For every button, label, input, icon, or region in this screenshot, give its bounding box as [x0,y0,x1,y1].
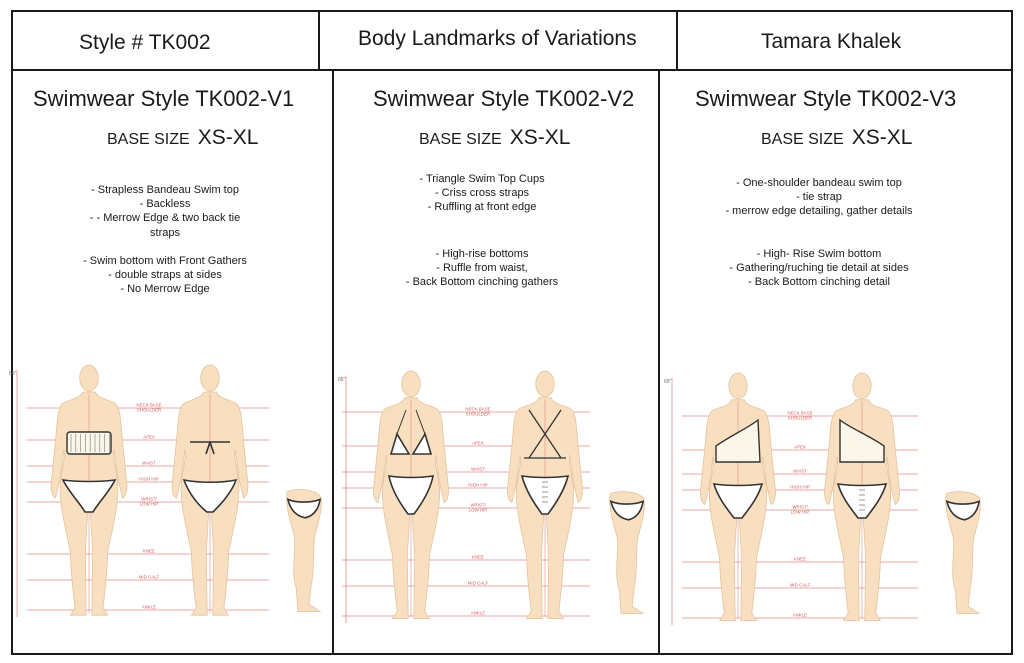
croquis-head-front [728,372,748,400]
base-size-label: BASE SIZE [761,131,844,148]
base-size-value: XS-XL [509,126,571,149]
landmark-label: WAIST [471,467,485,472]
swim-bottom-back [182,478,238,513]
feature-line: - No Merrow Edge [120,283,210,296]
landmark-label: ANKLE [142,605,156,610]
neck-straps [396,409,426,435]
feature-line: - Triangle Swim Top Cups [419,173,545,185]
base-size-label: BASE SIZE [419,131,502,148]
landmark-label: MID CALF [468,581,489,586]
landmark-label: HIGH HIP [468,483,488,488]
feature-line: - - Merrow Edge & two back tie [89,212,241,225]
side-bottom-v2 [609,500,645,521]
height-mark: 65" [664,379,672,385]
base-size-label: BASE SIZE [107,131,190,148]
panel-title-v2: Swimwear Style TK002-V2 [373,86,635,111]
croquis-head-front [401,370,421,398]
feature-line: - Ruffling at front edge [427,201,537,214]
landmark-label: WRIST/ [141,497,157,502]
croquis-head-back [852,372,872,400]
feature-list-v3: - One-shoulder bandeau swim top - tie st… [704,176,934,289]
croquis-head-back [535,370,555,398]
side-bottom-v1 [286,498,322,519]
feature-line: - merrow edge detailing, gather details [725,205,913,218]
landmark-label: NECK BASE [787,411,812,416]
feature-line: - High- Rise Swim bottom [756,247,882,260]
landmark-label: SHOULDER [788,416,812,421]
landmark-label: WAIST [142,461,156,466]
style-number: Style # TK002 [79,31,211,54]
one-shoulder-top-back [839,418,885,463]
landmark-label: WRIST/ [470,503,486,508]
swim-bottom-front [61,478,117,513]
croquis-head-front [79,364,99,392]
landmark-label: LOW HIP [469,508,488,513]
croquis-head-back [200,364,220,392]
triangle-cups [389,432,433,455]
high-rise-bottom-back [836,483,888,519]
feature-line: - Back Bottom cinching gathers [405,276,559,289]
feature-line: - One-shoulder bandeau swim top [736,177,902,189]
back-tie-straps [190,441,230,455]
feature-list-v2: - Triangle Swim Top Cups - Criss cross s… [367,172,597,289]
height-mark: 65" [338,377,346,383]
panel-v3 [658,69,1013,655]
landmark-label: HIGH HIP [139,477,159,482]
feature-line: - Backless [139,198,191,211]
landmark-label: ANKLE [793,613,807,618]
base-size-value: XS-XL [851,126,913,149]
feature-line: - High-rise bottoms [435,247,529,260]
landmark-label: KNEE [794,557,806,562]
feature-list-v1: - Strapless Bandeau Swim top - Backless … [40,183,290,296]
height-mark: 65" [9,371,17,377]
landmark-label: LOW HIP [791,510,810,515]
feature-line: - Swim bottom with Front Gathers [83,254,247,267]
panel-title-v1: Swimwear Style TK002-V1 [33,86,295,111]
landmark-label: MID CALF [790,583,811,588]
high-rise-bottom-front [712,483,764,519]
feature-line: - Back Bottom cinching detail [748,276,890,289]
one-shoulder-top-front [715,418,761,463]
designer-name: Tamara Khalek [761,30,902,53]
landmark-label: HIGH HIP [790,485,810,490]
feature-line: - double straps at sides [108,269,222,282]
landmark-label: LOW HIP [140,502,159,507]
landmark-label: ANKLE [471,611,485,616]
landmark-label: MID CALF [139,575,160,580]
landmark-label: WAIST [793,469,807,474]
base-size-value: XS-XL [197,126,259,149]
base-size-v1: BASE SIZE XS-XL [107,126,258,150]
side-leg-v2 [609,491,645,614]
landmark-label: KNEE [472,555,484,560]
landmark-label: KNEE [143,549,155,554]
base-size-v3: BASE SIZE XS-XL [761,126,912,150]
high-rise-bottom-back [520,475,570,515]
panel-title-v3: Swimwear Style TK002-V3 [695,86,957,111]
landmark-label: WRIST/ [792,505,808,510]
landmark-label: SHOULDER [137,408,161,413]
side-leg-v3 [945,491,981,614]
feature-line: - Gathering/ruching tie detail at sides [729,261,909,274]
feature-line: straps [150,226,180,239]
high-rise-bottom-front [388,475,434,515]
criss-cross-straps [524,409,566,459]
side-bottom-v3 [945,500,981,521]
feature-line: - Strapless Bandeau Swim top [91,184,239,196]
side-leg-v1 [286,489,322,612]
landmark-label: APEX [472,441,484,446]
feature-line: - Ruffle from waist, [436,261,528,274]
landmark-label: APEX [794,445,806,450]
base-size-v2: BASE SIZE XS-XL [419,126,570,150]
landmark-label: SHOULDER [466,412,490,417]
feature-line: - tie strap [796,191,842,204]
landmark-label: NECK BASE [136,403,161,408]
sheet-topic: Body Landmarks of Variations [358,27,637,50]
landmark-label: APEX [143,435,155,440]
landmark-label: NECK BASE [465,407,490,412]
feature-line: - Criss cross straps [434,187,530,200]
